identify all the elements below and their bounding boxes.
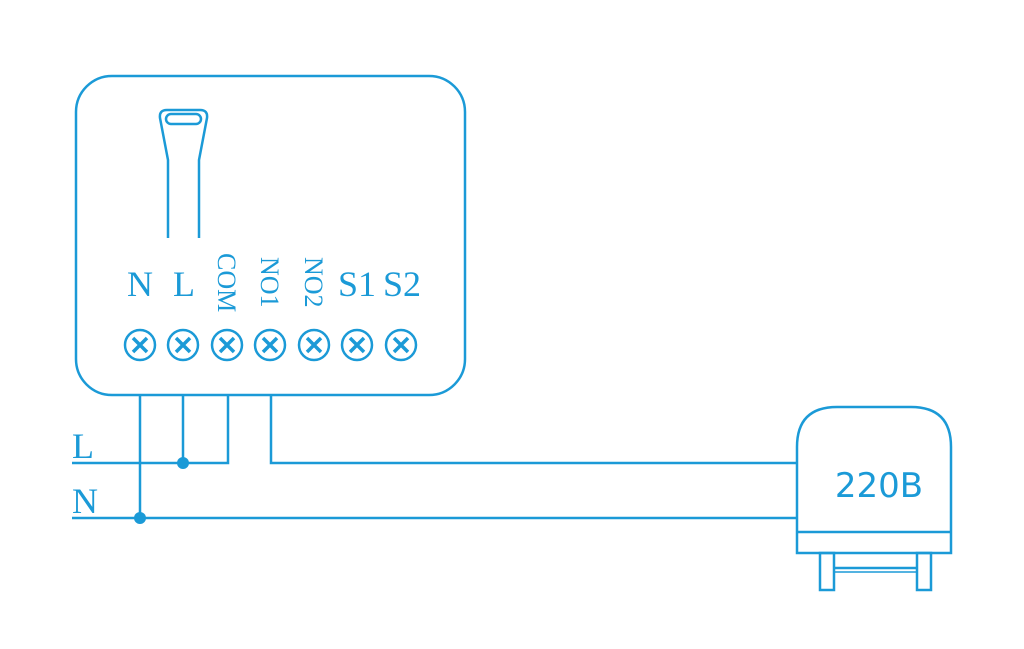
screw-terminal-com-icon	[210, 328, 244, 362]
terminal-label-s1: S1	[338, 264, 376, 304]
junction-dot-n	[134, 512, 146, 524]
load-device	[795, 405, 953, 592]
terminal-label-n: N	[127, 264, 153, 304]
screw-terminal-n-icon	[123, 328, 157, 362]
terminal-label-no1: NO1	[255, 257, 284, 308]
terminal-label-no2: NO2	[299, 257, 328, 308]
line-label-l: L	[72, 426, 94, 466]
screw-terminal-no2-icon	[297, 328, 331, 362]
terminal-label-s2: S2	[383, 264, 421, 304]
wires	[72, 395, 797, 524]
screw-terminal-no1-icon	[253, 328, 287, 362]
load-label: 220B	[835, 466, 923, 506]
screw-terminal-s2-icon	[384, 328, 418, 362]
screw-terminal-l-icon	[166, 328, 200, 362]
screw-terminal-s1-icon	[340, 328, 374, 362]
wire-live-com	[72, 395, 230, 465]
junction-dot-l	[177, 457, 189, 469]
wire-no1-load	[269, 395, 797, 465]
line-label-n: N	[72, 481, 98, 521]
terminal-label-l: L	[173, 264, 195, 304]
terminal-label-com: COM	[212, 253, 241, 312]
antenna-icon	[158, 108, 209, 238]
